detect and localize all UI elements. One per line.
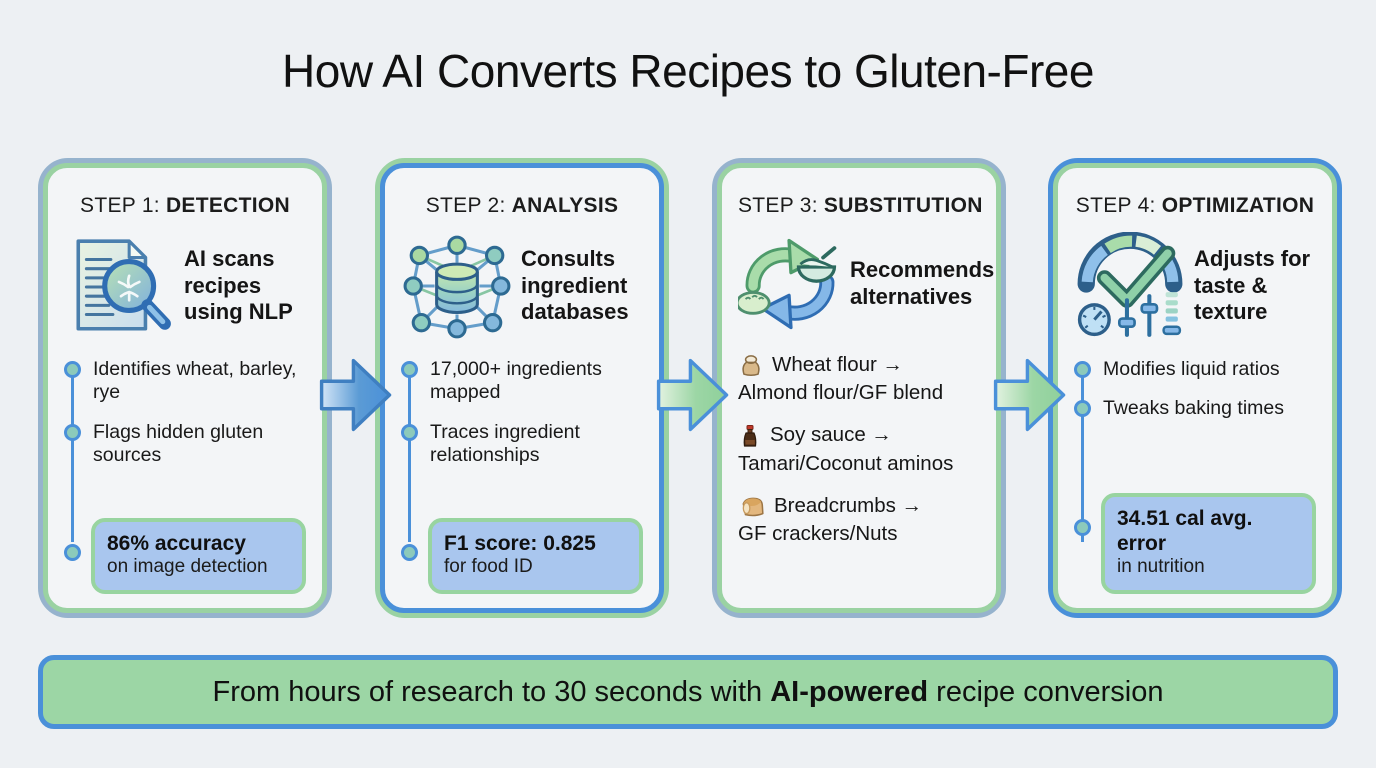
step1-label: STEP 1: <box>80 194 160 217</box>
step2-summary: Consults ingredient databases <box>521 245 629 325</box>
step1-metric-caption: on image detection <box>107 556 268 578</box>
step3-name: SUBSTITUTION <box>823 194 983 217</box>
step-card-substitution: STEP 3:SUBSTITUTION Recommends <box>712 158 1006 618</box>
substitution-from-row: Breadcrumbs → <box>738 493 980 519</box>
step4-icon-row: Adjusts for taste & texture <box>1074 232 1316 340</box>
step3-label: STEP 3: <box>738 194 818 217</box>
list-item: Wheat flour → Almond flour/GF blend <box>738 352 980 406</box>
step-card-substitution-inner: STEP 3:SUBSTITUTION Recommends <box>717 163 1001 613</box>
timeline-dot <box>401 423 418 441</box>
list-item: Traces ingredient relationships <box>401 421 643 468</box>
step3-icon-row: Recommends alternatives <box>738 232 994 336</box>
list-item: Breadcrumbs → GF crackers/Nuts <box>738 493 980 547</box>
step-card-analysis: STEP 2:ANALYSIS <box>375 158 669 618</box>
slider-icon <box>1117 298 1136 337</box>
timeline-dot <box>64 423 81 441</box>
timeline-dot <box>64 361 81 378</box>
footer-text-bold: AI-powered <box>770 675 929 708</box>
step-card-analysis-inner: STEP 2:ANALYSIS <box>380 163 664 613</box>
substitution-from-row: Wheat flour → <box>738 352 980 378</box>
flow-arrow-blue-icon <box>319 358 392 432</box>
step-card-detection: STEP 1:DETECTION AI scans re <box>38 158 332 618</box>
substitution-from: Breadcrumbs → <box>774 493 923 517</box>
step2-timeline: 17,000+ ingredients mapped Traces ingred… <box>401 358 643 594</box>
step2-header: STEP 2:ANALYSIS <box>401 194 643 218</box>
step4-summary: Adjusts for taste & texture <box>1194 245 1311 325</box>
list-item: Modifies liquid ratios <box>1074 358 1316 381</box>
database-network-icon <box>403 235 511 339</box>
step2-bullet-1: 17,000+ ingredients mapped <box>430 358 602 404</box>
timeline-dot <box>401 361 418 378</box>
document-scan-magnifier-icon <box>76 239 171 331</box>
step1-header: STEP 1:DETECTION <box>64 194 306 218</box>
step4-metric-caption: in nutrition <box>1117 556 1205 578</box>
flow-arrow-green-icon <box>993 358 1066 432</box>
step-card-optimization: STEP 4:OPTIMIZATION <box>1048 158 1342 618</box>
step4-name: OPTIMIZATION <box>1161 194 1315 217</box>
timeline-dot <box>1074 400 1091 418</box>
step1-metric-value: 86% accuracy <box>107 532 246 556</box>
footer-text-suffix: recipe conversion <box>928 675 1164 708</box>
step1-bullet-2: Flags hidden gluten sources <box>93 420 264 467</box>
dial-knob-icon <box>1077 303 1111 337</box>
bread-icon <box>738 291 771 315</box>
step3-header: STEP 3:SUBSTITUTION <box>738 194 983 218</box>
substitution-list: Wheat flour → Almond flour/GF blend Soy … <box>738 352 980 594</box>
list-item: Tweaks baking times <box>1074 397 1316 420</box>
step4-bullet-2: Tweaks baking times <box>1103 397 1284 420</box>
footer-banner: From hours of research to 30 seconds wit… <box>38 655 1338 729</box>
timeline-dot <box>1074 361 1091 378</box>
list-item: Soy sauce → Tamari/Coconut aminos <box>738 423 980 477</box>
step1-highlight-row: 86% accuracy on image detection <box>64 518 306 594</box>
step1-bullet-1: Identifies wheat, barley, rye <box>93 358 297 404</box>
step1-summary: AI scans recipes using NLP <box>184 245 293 325</box>
step4-header: STEP 4:OPTIMIZATION <box>1074 194 1316 218</box>
slider-icon <box>1140 294 1159 337</box>
step2-highlight-row: F1 score: 0.825 for food ID <box>401 518 643 594</box>
step3-summary: Recommends alternatives <box>850 257 995 309</box>
step4-label: STEP 4: <box>1075 194 1156 217</box>
step-card-optimization-inner: STEP 4:OPTIMIZATION <box>1053 163 1337 613</box>
footer-text-prefix: From hours of research to 30 seconds wit… <box>212 675 771 708</box>
page-title: How AI Converts Recipes to Gluten-Free <box>282 45 1094 97</box>
step2-metric-value: F1 score: 0.825 <box>444 532 596 556</box>
flow-arrow-green-icon <box>656 358 729 432</box>
substitution-from: Soy sauce → <box>770 423 892 447</box>
list-item: 17,000+ ingredients mapped <box>401 358 643 405</box>
cycle-arrows-food-icon <box>738 238 837 330</box>
soy-sauce-bottle-icon <box>743 424 757 447</box>
timeline-dot <box>1074 518 1091 536</box>
step2-bullet-2: Traces ingredient relationships <box>430 420 580 467</box>
step4-bullet-1: Modifies liquid ratios <box>1103 358 1280 380</box>
substitution-to: Almond flour/GF blend <box>738 381 944 404</box>
substitution-from-row: Soy sauce → <box>738 423 980 449</box>
substitution-to: Tamari/Coconut aminos <box>738 451 954 475</box>
step-card-detection-inner: STEP 1:DETECTION AI scans re <box>43 163 327 613</box>
substitution-to: GF crackers/Nuts <box>738 522 898 546</box>
list-item: Flags hidden gluten sources <box>64 421 306 468</box>
step1-metric-badge: 86% accuracy on image detection <box>91 518 306 594</box>
rice-bowl-icon <box>796 246 837 283</box>
step2-metric-badge: F1 score: 0.825 for food ID <box>428 518 643 594</box>
level-bar-icon <box>1162 292 1182 336</box>
step4-metric-badge: 34.51 cal avg. error in nutrition <box>1101 492 1316 594</box>
list-item: Identifies wheat, barley, rye <box>64 358 306 405</box>
step2-name: ANALYSIS <box>511 194 619 217</box>
gauge-check-sliders-icon <box>1077 232 1183 337</box>
timeline-dot <box>401 544 418 562</box>
flour-sack-icon <box>742 355 760 377</box>
footer-text: From hours of research to 30 seconds wit… <box>213 676 1164 709</box>
step2-metric-caption: for food ID <box>444 556 533 578</box>
step1-icon-row: AI scans recipes using NLP <box>64 232 306 340</box>
step4-timeline: Modifies liquid ratios Tweaks baking tim… <box>1074 358 1316 594</box>
step4-metric-value: 34.51 cal avg. error <box>1117 506 1253 556</box>
step4-highlight-row: 34.51 cal avg. error in nutrition <box>1074 492 1316 594</box>
substitution-from: Wheat flour → <box>772 352 904 376</box>
step2-label: STEP 2: <box>425 194 506 217</box>
step1-name: DETECTION <box>165 194 290 217</box>
bread-loaf-icon <box>742 497 764 517</box>
step2-icon-row: Consults ingredient databases <box>401 232 643 340</box>
timeline-dot <box>64 544 81 562</box>
step1-timeline: Identifies wheat, barley, rye Flags hidd… <box>64 358 306 594</box>
